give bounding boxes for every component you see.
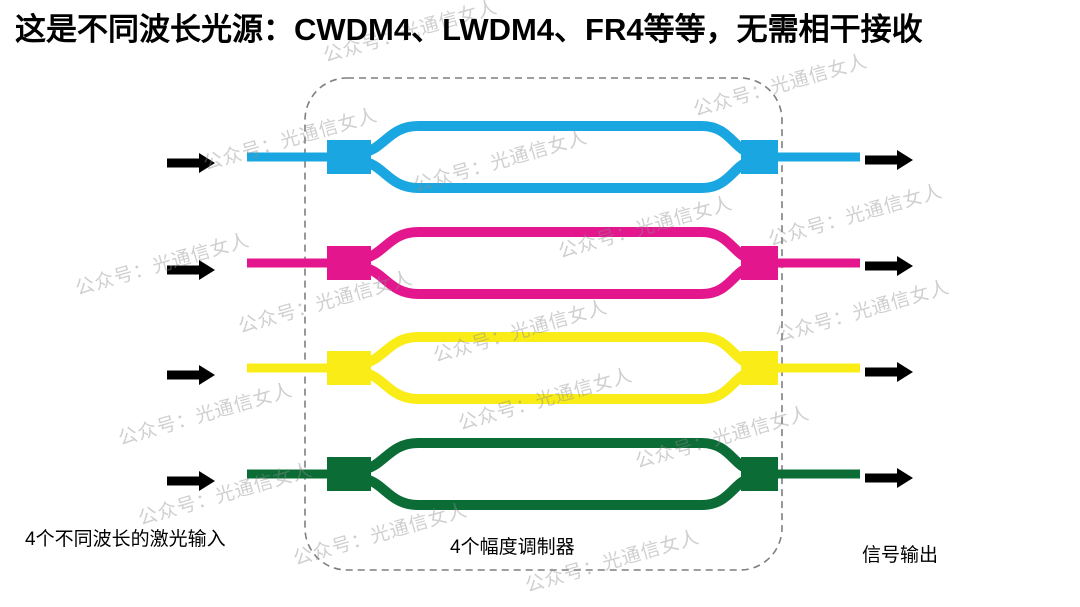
output-arrows — [865, 150, 913, 488]
input-coupler — [327, 246, 371, 280]
input-arrow — [167, 471, 215, 491]
modulator-row — [247, 121, 860, 193]
output-arrow — [865, 256, 913, 276]
modulator-enclosure — [304, 77, 783, 571]
input-label: 4个不同波长的激光输入 — [25, 529, 226, 550]
input-arrow — [167, 260, 215, 280]
upper-arm — [359, 438, 754, 475]
output-arrow — [865, 362, 913, 382]
output-label: 信号输出 — [862, 545, 939, 566]
input-arrows — [167, 153, 215, 491]
upper-arm — [359, 121, 754, 158]
modulator-row — [247, 227, 860, 299]
input-arrow — [167, 365, 215, 385]
input-arrow — [167, 153, 215, 173]
upper-arm — [359, 227, 754, 264]
output-arrow — [865, 468, 913, 488]
modulators-label: 4个幅度调制器 — [450, 537, 575, 558]
upper-arm — [359, 332, 754, 369]
output-coupler — [741, 351, 778, 385]
output-arrow — [865, 150, 913, 170]
input-coupler — [327, 351, 371, 385]
output-coupler — [741, 457, 778, 491]
modulator-row — [247, 438, 860, 510]
input-coupler — [327, 140, 371, 174]
lower-arm — [359, 156, 754, 193]
lower-arm — [359, 262, 754, 299]
lower-arm — [359, 473, 754, 510]
output-coupler — [741, 246, 778, 280]
modulator-rows — [247, 121, 860, 510]
page-title: 这是不同波长光源：CWDM4、LWDM4、FR4等等，无需相干接收 — [15, 12, 923, 47]
output-coupler — [741, 140, 778, 174]
modulator-row — [247, 332, 860, 404]
input-coupler — [327, 457, 371, 491]
lower-arm — [359, 367, 754, 404]
